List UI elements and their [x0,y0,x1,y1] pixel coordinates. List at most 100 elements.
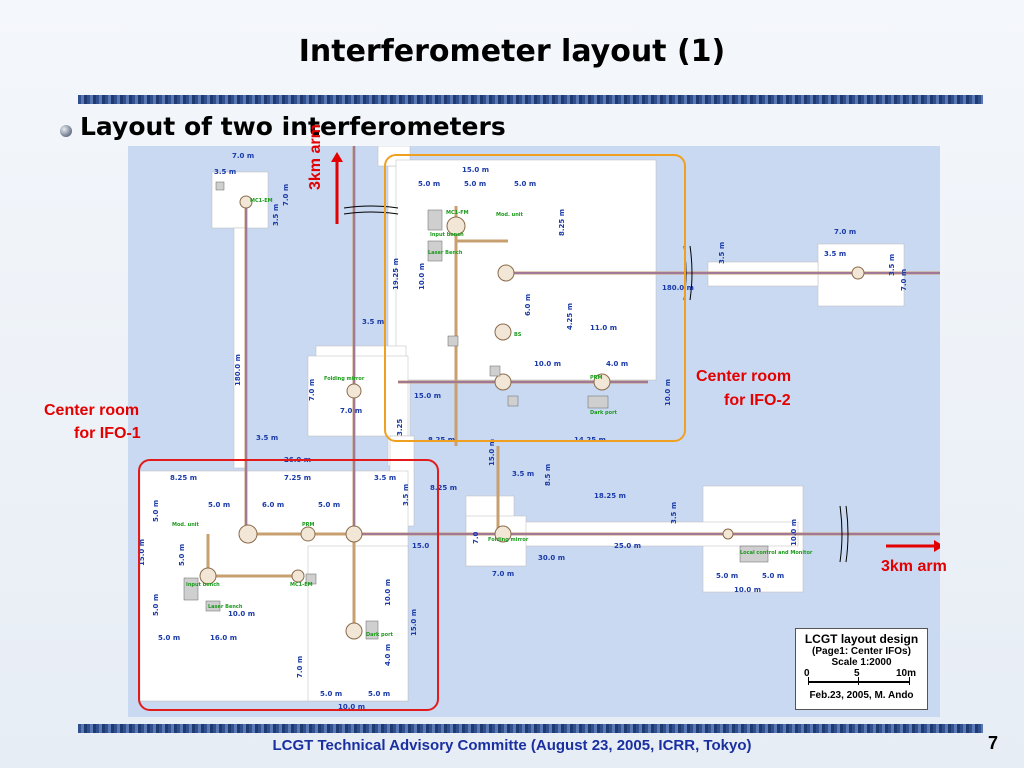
svg-text:10.0 m: 10.0 m [228,610,255,618]
svg-text:3.5 m: 3.5 m [272,204,280,226]
svg-text:3.5 m: 3.5 m [512,470,534,478]
ifo2-highlight-box [384,154,686,442]
svg-text:10.0 m: 10.0 m [338,703,365,711]
svg-text:7.0 m: 7.0 m [296,656,304,678]
svg-text:5.0 m: 5.0 m [178,544,186,566]
svg-text:25.0 m: 25.0 m [614,542,641,550]
ifo1-highlight-box [138,459,439,711]
svg-text:Input bench: Input bench [430,232,464,238]
svg-text:5.0 m: 5.0 m [368,690,390,698]
svg-text:16.0 m: 16.0 m [210,634,237,642]
center-room-ifo1-line1: Center room [44,402,140,419]
svg-text:3.5 m: 3.5 m [362,318,384,326]
svg-text:7.25 m: 7.25 m [284,474,311,482]
center-room-ifo2-line1: Center room [696,368,792,385]
svg-text:10.0 m: 10.0 m [384,579,392,606]
svg-text:MC1-EM: MC1-EM [290,582,313,588]
svg-text:4.0 m: 4.0 m [606,360,628,368]
svg-text:7.0 m: 7.0 m [834,228,856,236]
svg-text:5.0 m: 5.0 m [208,501,230,509]
svg-text:15.0 m: 15.0 m [410,609,418,636]
svg-text:Laser Bench: Laser Bench [208,604,243,610]
svg-text:Mod. unit: Mod. unit [496,212,523,218]
vacuum-chambers [199,195,865,640]
svg-text:5.0 m: 5.0 m [514,180,536,188]
legend-scale: Scale 1:2000 [831,657,892,668]
svg-text:Mod. unit: Mod. unit [172,522,199,528]
svg-text:5.0 m: 5.0 m [418,180,440,188]
svg-text:5.0 m: 5.0 m [158,634,180,642]
svg-text:4.25 m: 4.25 m [566,303,574,330]
dimension-labels: 7.0 m 3.5 m 7.0 m 3.5 m 180.0 m 3.5 m 7.… [138,152,908,711]
legend-tick-10: 10m [896,668,917,679]
layout-diagram: 7.0 m 3.5 m 7.0 m 3.5 m 180.0 m 3.5 m 7.… [128,146,940,717]
svg-text:10.0 m: 10.0 m [734,586,761,594]
svg-text:5.0 m: 5.0 m [464,180,486,188]
legend-title: LCGT layout design [804,632,919,646]
svg-text:10.0 m: 10.0 m [418,263,426,290]
svg-text:7.0 m: 7.0 m [340,407,362,415]
svg-text:5.0 m: 5.0 m [152,500,160,522]
svg-text:8.25 m: 8.25 m [558,209,566,236]
svg-text:18.25 m: 18.25 m [594,492,626,500]
svg-text:10.0 m: 10.0 m [534,360,561,368]
svg-text:4.0 m: 4.0 m [384,644,392,666]
slide-footer: LCGT Technical Advisory Committe (August… [272,737,752,754]
svg-text:3.5 m: 3.5 m [718,242,726,264]
center-room-ifo2-line2: for IFO-2 [724,392,791,409]
component-labels: MC1-EM MC1-FM Mod. unit Input bench Lase… [172,198,813,638]
svg-text:8.5 m: 8.5 m [544,464,552,486]
arm-arrows [331,152,940,552]
footer-divider-band [78,724,983,733]
svg-text:7.0 m: 7.0 m [282,184,290,206]
legend-page: (Page1: Center IFOs) [812,646,911,657]
bullet-text: Layout of two interferometers [80,112,506,141]
svg-text:10.0 m: 10.0 m [664,379,672,406]
legend-date: Feb.23, 2005, M. Ando [809,690,914,701]
svg-text:8.25 m: 8.25 m [170,474,197,482]
svg-text:10.0 m: 10.0 m [790,519,798,546]
svg-text:15.0 m: 15.0 m [488,439,496,466]
svg-text:180.0 m: 180.0 m [662,284,694,292]
svg-text:7.0 m: 7.0 m [900,269,908,291]
svg-text:3.5 m: 3.5 m [214,168,236,176]
svg-text:Dark port: Dark port [366,632,394,638]
svg-text:15.0 m: 15.0 m [462,166,489,174]
svg-text:15.0 m: 15.0 m [138,539,146,566]
svg-text:PRM: PRM [590,375,603,381]
svg-text:Dark port: Dark port [590,410,618,416]
legend-tick-5: 5 [854,668,860,679]
svg-text:5.0 m: 5.0 m [320,690,342,698]
svg-text:7.0: 7.0 [472,531,480,544]
svg-text:Laser Bench: Laser Bench [428,250,463,256]
svg-text:19.25 m: 19.25 m [392,258,400,290]
svg-text:7.0 m: 7.0 m [308,379,316,401]
building-footprints [139,146,905,702]
slide-title: Interferometer layout (1) [298,34,726,69]
svg-text:3.5 m: 3.5 m [824,250,846,258]
svg-text:3.25: 3.25 [396,419,404,436]
svg-text:3.5 m: 3.5 m [256,434,278,442]
svg-text:7.0 m: 7.0 m [492,570,514,578]
bullet-icon [60,125,72,137]
equipment-boxes [183,181,769,640]
title-divider-band [78,95,983,104]
arm-label-horizontal: 3km arm [881,558,947,575]
svg-text:3.5 m: 3.5 m [402,484,410,506]
svg-text:MC1-EM: MC1-EM [250,198,273,204]
legend-tick-0: 0 [804,668,810,679]
svg-text:BS: BS [514,332,522,338]
svg-text:5.0 m: 5.0 m [152,594,160,616]
svg-text:8.25 m: 8.25 m [430,484,457,492]
center-room-ifo1-line2: for IFO-1 [74,425,141,442]
layout-legend: LCGT layout design (Page1: Center IFOs) … [795,628,928,710]
svg-text:6.0 m: 6.0 m [262,501,284,509]
svg-text:Input bench: Input bench [186,582,220,588]
arm-label-vertical: 3km arm [307,124,324,190]
layout-drawing: 7.0 m 3.5 m 7.0 m 3.5 m 180.0 m 3.5 m 7.… [138,146,940,711]
svg-text:5.0 m: 5.0 m [762,572,784,580]
svg-text:6.0 m: 6.0 m [524,294,532,316]
page-number: 7 [987,733,998,753]
svg-text:180.0 m: 180.0 m [234,354,242,386]
svg-text:Local control and Monitor: Local control and Monitor [740,550,813,556]
